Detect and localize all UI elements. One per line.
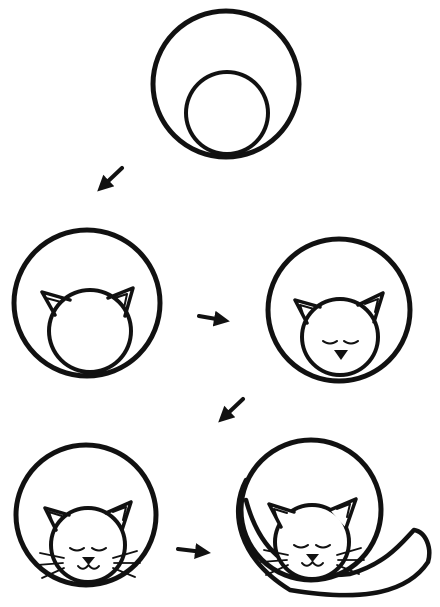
nose [334, 350, 348, 360]
right-eye [92, 548, 106, 551]
nose [82, 557, 95, 565]
left-whisker [37, 563, 63, 565]
step-2 [14, 230, 160, 376]
left-eye [70, 548, 84, 551]
head-circle [302, 299, 378, 375]
outer-circle [153, 11, 299, 157]
closed-eyes [323, 341, 358, 344]
step-4 [16, 445, 156, 585]
head-circle [51, 508, 125, 582]
right-eye [344, 341, 358, 344]
outer-circle [16, 445, 156, 585]
arrow-2 [199, 316, 222, 320]
left-eye [323, 341, 337, 344]
arrow-1 [103, 168, 122, 186]
step-5 [238, 440, 429, 595]
smile [78, 565, 99, 569]
outer-circle [268, 239, 410, 381]
arrow-4 [178, 549, 203, 552]
step-1 [153, 11, 299, 157]
head-circle [186, 72, 268, 154]
arrow-3 [224, 399, 243, 417]
step-3 [268, 239, 410, 381]
closed-eyes [70, 548, 106, 551]
outer-circle [14, 230, 160, 376]
